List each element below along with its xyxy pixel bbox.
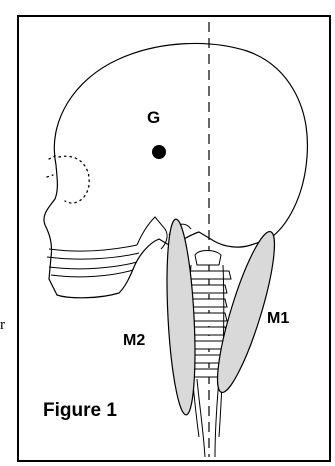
label-g: G (147, 109, 160, 126)
label-m2: M2 (123, 333, 145, 349)
figure-caption: Figure 1 (43, 401, 117, 420)
label-m1: M1 (267, 311, 289, 327)
cropped-margin-text: r (0, 318, 5, 333)
figure-frame: G M1 M2 Figure 1 (17, 15, 331, 462)
center-of-gravity-dot (152, 145, 166, 159)
muscle-m2 (163, 218, 199, 415)
skull-neck-diagram (19, 17, 329, 460)
